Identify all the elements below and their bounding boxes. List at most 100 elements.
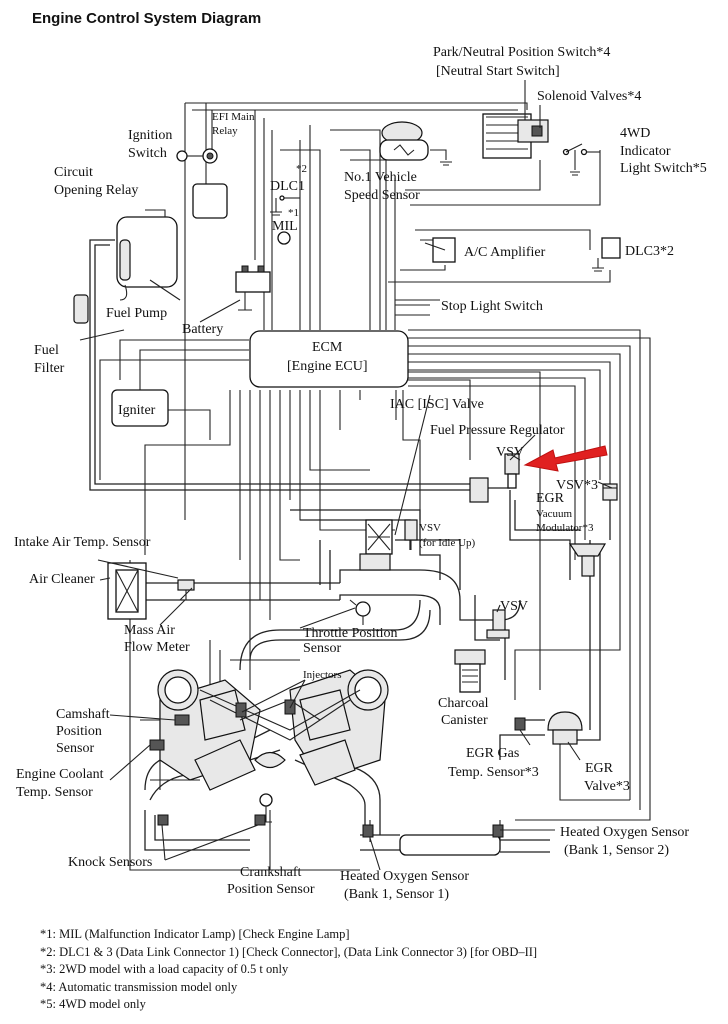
ho2-r-label-1: Heated Oxygen Sensor [560, 825, 689, 840]
transmission-switch [482, 80, 549, 159]
battery [235, 265, 271, 311]
solenoid-label: Solenoid Valves*4 [537, 89, 641, 104]
vss-label-2: Speed Sensor [344, 188, 420, 203]
dlc3-label: DLC3*2 [625, 244, 674, 259]
maf-label-1: Mass Air [124, 623, 175, 638]
fpr-label: Fuel Pressure Regulator [430, 423, 565, 438]
neutral-start-label: [Neutral Start Switch] [436, 64, 560, 79]
ecm-label-2: [Engine ECU] [287, 359, 367, 374]
labels: Park/Neutral Position Switch*4 [Neutral … [14, 45, 707, 902]
stop-light-label: Stop Light Switch [441, 299, 543, 314]
footnotes: *1: MIL (Malfunction Indicator Lamp) [Ch… [40, 926, 700, 1014]
mil-label: MIL [272, 219, 298, 234]
circuit-opening-relay [192, 183, 228, 219]
4wd-switch [562, 143, 600, 176]
footnote-4: *4: Automatic transmission model only [40, 979, 238, 994]
air-cleaner [107, 562, 147, 620]
fuel-filter-label-1: Fuel [34, 343, 59, 358]
vsv3-label: VSV*3 [556, 478, 598, 493]
fuel-pressure-regulator [469, 453, 520, 503]
egr-mod-label-2: Vacuum [536, 508, 572, 520]
ac-amp-label: A/C Amplifier [464, 245, 546, 260]
egr-vacuum-modulator [568, 543, 607, 577]
ignition-label-1: Ignition [128, 128, 172, 143]
fuel-tank [116, 209, 178, 301]
egr-mod-label-3: Modulator*3 [536, 522, 594, 534]
footnote-3: *3: 2WD model with a load capacity of 0.… [40, 962, 289, 976]
vsv-idle-label-2: (for Idle Up) [419, 537, 476, 549]
wiring-harness [99, 102, 651, 871]
igniter-label: Igniter [118, 403, 156, 418]
footnote-1: *1: MIL (Malfunction Indicator Lamp) [Ch… [40, 927, 350, 941]
charcoal-label-2: Canister [441, 713, 488, 728]
air-cleaner-label: Air Cleaner [29, 572, 95, 587]
o2-sensor-bank1-s2 [492, 824, 504, 838]
vsv-idle-label-1: VSV [419, 522, 441, 534]
speed-sensor [379, 121, 452, 166]
vsv-purge [486, 609, 510, 639]
egr-gas-label-2: Temp. Sensor*3 [448, 765, 539, 780]
ect-label-1: Engine Coolant [16, 767, 104, 782]
ecm-box [249, 330, 409, 388]
dlc3-connector [592, 237, 621, 272]
red-arrow-icon [523, 445, 608, 472]
egr-gas-temp-sensor [514, 717, 526, 731]
crank-label-1: Crankshaft [240, 865, 302, 880]
tps-label-1: Throttle Position [303, 626, 398, 641]
efi-label-1: EFI Main [212, 111, 255, 123]
iac-valve [359, 519, 393, 571]
cam-label-3: Sensor [56, 741, 94, 756]
ho2-b-label-1: Heated Oxygen Sensor [340, 869, 469, 884]
engine-block [149, 669, 389, 826]
4wd-label-3: Light Switch*5 [620, 161, 707, 176]
efi-label-2: Relay [212, 125, 238, 137]
throttle-position-sensor [349, 599, 371, 625]
mil-sup: *1 [288, 207, 299, 219]
dlc1-label: DLC1 [270, 179, 305, 194]
circuit-label-2: Opening Relay [54, 183, 138, 198]
egr-valve-label-1: EGR [585, 761, 614, 776]
charcoal-label-1: Charcoal [438, 696, 489, 711]
4wd-label-2: Indicator [620, 144, 671, 159]
vss-label-1: No.1 Vehicle [344, 170, 417, 185]
injectors-label: Injectors [303, 669, 341, 681]
egr-mod-label-1: EGR [536, 491, 565, 506]
circuit-label-1: Circuit [54, 165, 93, 180]
vsv-egr [602, 483, 618, 501]
cam-label-2: Position [56, 724, 102, 739]
maf-label-2: Flow Meter [124, 640, 190, 655]
dlc1-sup: *2 [296, 163, 307, 175]
fuel-filter-label-2: Filter [34, 361, 65, 376]
egr-gas-label-1: EGR Gas [466, 746, 519, 761]
ignition-switch [176, 148, 218, 164]
vsv-idle-up [404, 519, 418, 550]
maf-sensor [177, 579, 195, 601]
footnote-2: *2: DLC1 & 3 (Data Link Connector 1) [Ch… [40, 944, 538, 959]
ecm-label-1: ECM [312, 340, 343, 355]
battery-label: Battery [182, 322, 223, 337]
footnote-5: *5: 4WD model only [40, 997, 146, 1011]
ect-label-2: Temp. Sensor [16, 785, 93, 800]
dlc1-connector [270, 195, 300, 216]
mil-lamp [277, 231, 291, 245]
egr-valve-label-2: Valve*3 [584, 779, 630, 794]
ignition-label-2: Switch [128, 146, 167, 161]
ho2-r-label-2: (Bank 1, Sensor 2) [564, 843, 669, 858]
fuel-pump-label: Fuel Pump [106, 306, 167, 321]
vsv-top-label: VSV [496, 445, 524, 460]
park-neutral-label: Park/Neutral Position Switch*4 [433, 45, 610, 60]
egr-valve [547, 711, 583, 745]
iat-label: Intake Air Temp. Sensor [14, 535, 151, 550]
crank-label-2: Position Sensor [227, 882, 315, 897]
igniter-box [111, 389, 169, 427]
ho2-b-label-2: (Bank 1, Sensor 1) [344, 887, 449, 902]
knock-label: Knock Sensors [68, 855, 152, 870]
iac-label: IAC [ISC] Valve [390, 397, 484, 412]
tps-label-2: Sensor [303, 641, 341, 656]
vsv-mid-label: VSV [500, 599, 528, 614]
page-title: Engine Control System Diagram [32, 10, 262, 27]
4wd-label-1: 4WD [620, 126, 650, 141]
leader-lines [79, 242, 613, 871]
cam-label-1: Camshaft [56, 707, 110, 722]
